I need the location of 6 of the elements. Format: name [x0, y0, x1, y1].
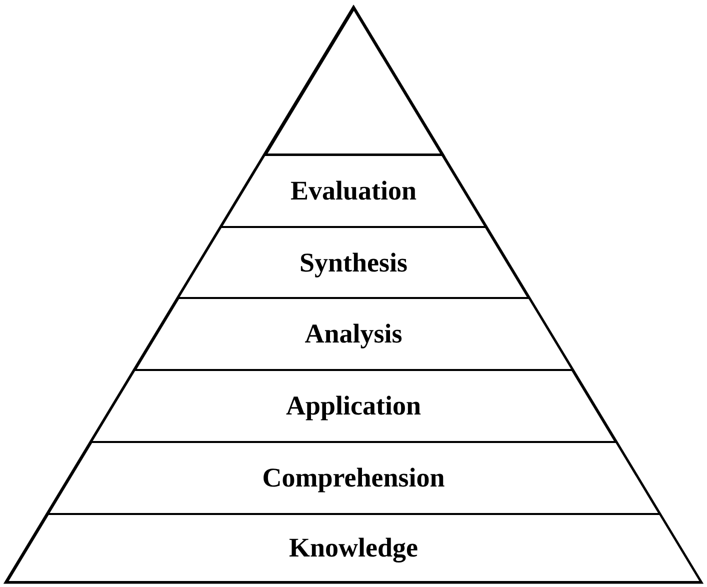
level-label: Knowledge [289, 532, 418, 564]
level-label: Evaluation [290, 176, 416, 206]
level-label: Comprehension [262, 462, 445, 494]
level-label: Synthesis [299, 247, 408, 278]
level-label: Analysis [304, 318, 402, 350]
level-label: Application [286, 390, 421, 422]
